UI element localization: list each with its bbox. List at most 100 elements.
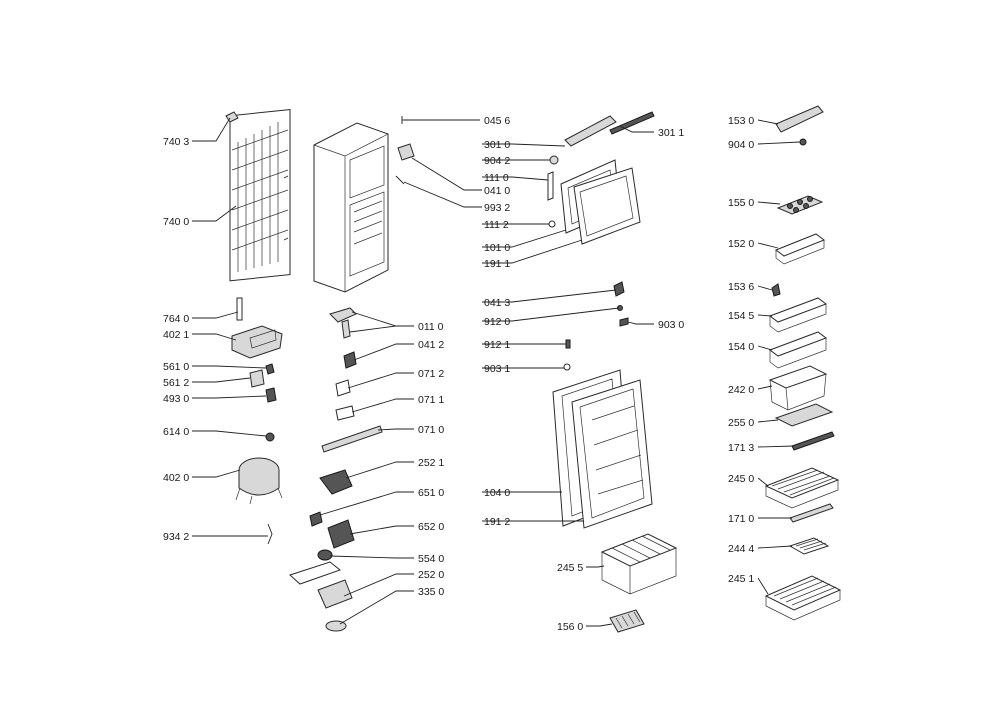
- label-3010: 301 0: [484, 139, 510, 151]
- label-2521: 252 1: [418, 457, 444, 469]
- label-5612: 561 2: [163, 377, 189, 389]
- label-1713: 171 3: [728, 442, 754, 454]
- label-1536: 153 6: [728, 281, 754, 293]
- label-6140: 614 0: [163, 426, 189, 438]
- label-9932: 993 2: [484, 202, 510, 214]
- label-5610: 561 0: [163, 361, 189, 373]
- label-2455: 245 5: [557, 562, 583, 574]
- label-0110: 011 0: [418, 321, 444, 333]
- label-0410: 041 0: [484, 185, 510, 197]
- label-1110: 111 0: [484, 172, 509, 184]
- clip-1536-part: [771, 283, 781, 297]
- label-2451: 245 1: [728, 573, 754, 585]
- wire-basket-2455-part: [600, 533, 678, 595]
- label-1540: 154 0: [728, 341, 754, 353]
- cap-9042-part: [549, 155, 559, 165]
- label-4930: 493 0: [163, 393, 189, 405]
- label-1545: 154 5: [728, 310, 754, 322]
- label-9042: 904 2: [484, 155, 510, 167]
- fridge-gasket-1912-part: [571, 379, 653, 529]
- label-1912: 191 2: [484, 516, 510, 528]
- shelf-trim-1710-part: [789, 503, 834, 523]
- label-0711: 071 1: [418, 394, 444, 406]
- label-6520: 652 0: [418, 521, 444, 533]
- door-shelf-1545-part: [768, 297, 828, 333]
- thermostat-capillary-part: [236, 297, 243, 321]
- label-9040: 904 0: [728, 139, 754, 151]
- label-1550: 155 0: [728, 197, 754, 209]
- hinge-0110-part: [329, 307, 357, 339]
- support-0711-part: [335, 405, 355, 421]
- button-9040-part: [799, 138, 807, 146]
- bracket-5612-part: [249, 369, 265, 388]
- label-1010: 101 0: [484, 242, 510, 254]
- handle-trim-3011-part: [609, 111, 655, 135]
- label-1560: 156 0: [557, 621, 583, 633]
- glass-shelf-2450-part: [764, 467, 840, 509]
- label-6510: 651 0: [418, 487, 444, 499]
- door-shelf-1540-part: [768, 331, 828, 369]
- label-1040: 104 0: [484, 487, 510, 499]
- lamp-6510-part: [309, 511, 323, 527]
- screw-9121-part: [540, 339, 571, 349]
- label-9031: 903 1: [484, 363, 510, 375]
- wire-shelf-2444-part: [788, 537, 830, 555]
- block-4930-part: [265, 387, 277, 403]
- freezer-gasket-1911-part: [573, 167, 641, 245]
- cap-9030-part: [619, 317, 629, 327]
- label-3350: 335 0: [418, 586, 444, 598]
- label-9120: 912 0: [484, 316, 510, 328]
- hinge-0410-part: [397, 143, 415, 161]
- screw-9932-part: [395, 175, 405, 185]
- label-2450: 245 0: [728, 473, 754, 485]
- handle-cover-1530-part: [775, 105, 824, 133]
- thermostat-housing-2520-part: [289, 561, 353, 609]
- cabinet-body-part: [313, 122, 389, 293]
- label-3011: 301 1: [658, 127, 684, 139]
- support-0412-part: [343, 351, 357, 369]
- label-4020: 402 0: [163, 472, 189, 484]
- label-9030: 903 0: [658, 319, 684, 331]
- cover-2521-part: [319, 469, 353, 495]
- shelf-trim-1713-part: [791, 431, 835, 451]
- part-number-labels: 740 3 740 0 764 0 402 1 561 0 561 2 493 …: [163, 115, 754, 633]
- label-7640: 764 0: [163, 313, 189, 325]
- label-9121: 912 1: [484, 339, 510, 351]
- label-2444: 244 4: [728, 543, 754, 555]
- relay-box-part: [231, 325, 283, 359]
- label-1112: 111 2: [484, 219, 509, 231]
- bracket-1110-part: [547, 171, 554, 201]
- label-1710: 171 0: [728, 513, 754, 525]
- stopper-1112-part: [548, 220, 556, 228]
- leader-lines: [192, 117, 801, 627]
- label-1520: 152 0: [728, 238, 754, 250]
- cap-9031-part: [563, 363, 571, 371]
- handle-3010-part: [564, 115, 617, 147]
- label-7400: 740 0: [163, 216, 189, 228]
- label-1911: 191 1: [484, 258, 510, 270]
- label-4021: 402 1: [163, 329, 189, 341]
- rail-0710-part: [321, 425, 383, 453]
- wire-9342-part: [267, 523, 273, 545]
- label-2550: 255 0: [728, 417, 754, 429]
- wire-shelf-2451-part: [764, 575, 842, 621]
- hinge-0413-part: [613, 281, 625, 297]
- condenser-coil-part: [229, 108, 291, 282]
- label-0456: 045 6: [484, 115, 510, 127]
- label-2520: 252 0: [418, 569, 444, 581]
- small-clip-5610-part: [265, 363, 275, 375]
- label-2420: 242 0: [728, 384, 754, 396]
- label-1530: 153 0: [728, 115, 754, 127]
- knob-5540-part: [317, 549, 333, 561]
- crisper-2420-part: [768, 365, 828, 411]
- door-shelf-1520-part: [774, 233, 826, 265]
- label-0710: 071 0: [418, 424, 444, 436]
- label-7403: 740 3: [163, 136, 189, 148]
- compressor-part: [235, 457, 283, 505]
- support-0712-part: [335, 379, 351, 397]
- label-5540: 554 0: [418, 553, 444, 565]
- socket-6520-part: [327, 519, 355, 549]
- grommet-6140-part: [265, 432, 275, 442]
- label-0412: 041 2: [418, 339, 444, 351]
